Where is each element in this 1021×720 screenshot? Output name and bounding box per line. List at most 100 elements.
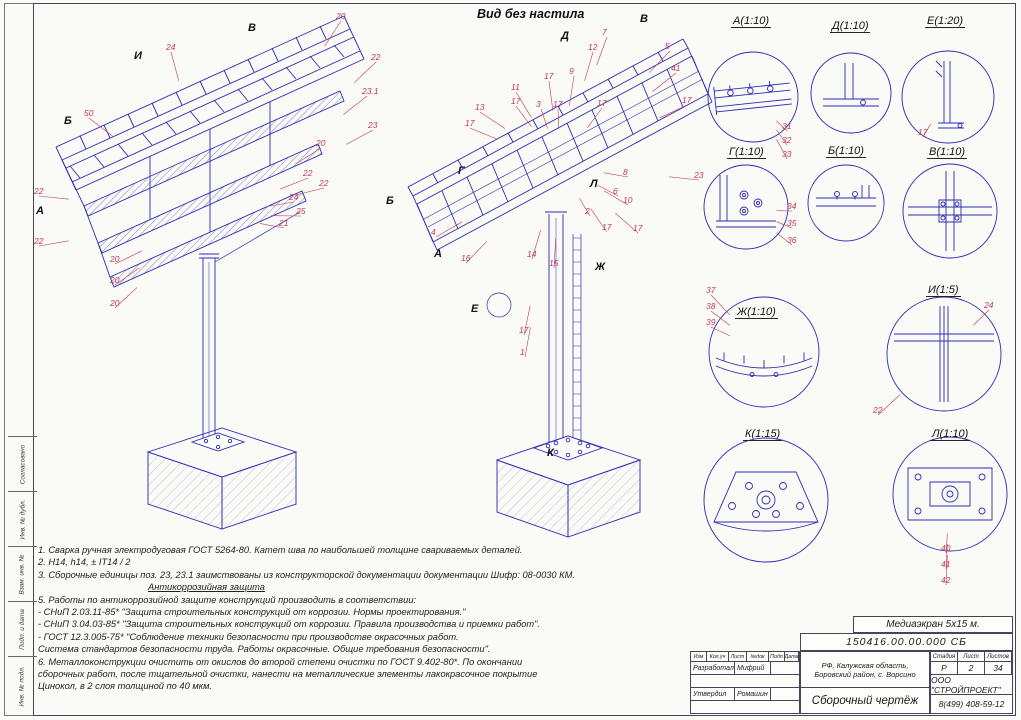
detail-k-sketch [713, 471, 819, 532]
sheets-value: 34 [985, 662, 1012, 674]
col-izm: Изм [691, 652, 707, 661]
position-callout: 22 [303, 168, 313, 178]
position-callout: 5 [665, 41, 670, 51]
position-callout: 40 [941, 543, 951, 553]
detail-l-sketch [907, 467, 993, 521]
company-phone: 8(499) 408-59-12 [938, 699, 1005, 709]
position-callout: 10 [623, 195, 633, 205]
left-certification-strip: Согласовано Инв. № дубл. Взам. инв. № По… [4, 3, 37, 716]
position-callout: 13 [475, 102, 485, 112]
section-letter: Е [471, 303, 479, 315]
sheet-main-frame [33, 3, 1016, 716]
detail-label-b: Б(1:10) [826, 145, 866, 158]
detail-i-sketch [894, 306, 994, 402]
position-callout: 4 [431, 227, 436, 237]
position-callout: 24 [289, 192, 299, 202]
position-callout: 15 [549, 258, 559, 268]
signature-name: Мифрий [735, 662, 771, 674]
col-list: Лист [729, 652, 747, 661]
col-koluch: Кол.уч [707, 652, 729, 661]
position-callout: 9 [569, 66, 574, 76]
note-line: 1. Сварка ручная электродуговая ГОСТ 526… [38, 545, 523, 555]
detail-label-i: И(1:5) [926, 284, 961, 297]
col-podp: Подп [769, 652, 785, 661]
position-callout: 12 [588, 42, 598, 52]
sheets-label: Листов [985, 652, 1012, 661]
position-callout: 32 [782, 135, 792, 145]
note-line: Система стандартов безопасности труда. Р… [38, 644, 491, 655]
note-line: 6. Металлоконструкции очистить от окисло… [38, 656, 523, 667]
position-callout: 23 [694, 170, 704, 180]
section-letter: Ж [595, 261, 606, 273]
position-callout: 31 [782, 121, 792, 131]
position-callout: 34 [787, 201, 797, 211]
view-title: Вид без настила [477, 7, 585, 21]
position-callout: 3 [536, 99, 541, 109]
detail-label-k: К(1:15) [743, 428, 783, 441]
detail-d-sketch [823, 63, 879, 107]
position-callout: 17 [602, 222, 612, 232]
stage-label: Стадия [931, 652, 958, 661]
note-line: - СНиП 2.03.11-85* "Защита строительных … [38, 607, 466, 618]
section-letter: Б [64, 115, 72, 127]
position-callout: 8 [623, 167, 628, 177]
section-letter: А [36, 205, 44, 217]
position-callout: 17 [682, 95, 692, 105]
note-line: - ГОСТ 12.3.005-75* "Соблюдение техники … [38, 631, 459, 642]
position-callout: 41 [671, 63, 681, 73]
detail-e-sketch [935, 60, 964, 129]
title-block-doc-number: 150416.00.00.000 СБ [800, 633, 1013, 651]
signature-role: Утвердил [691, 688, 735, 700]
position-callout: 25 [296, 206, 306, 216]
section-letter: Г [458, 165, 465, 177]
sheet-info-values: Р 2 34 [931, 662, 1012, 675]
strip-cell: Инв. № подл. [8, 656, 37, 716]
section-letter: Д [561, 30, 569, 42]
strip-cell: Взам. инв. № [8, 546, 37, 601]
position-callout: 20 [110, 298, 120, 308]
signature-role: Разработал [691, 662, 735, 674]
position-callout: 39 [706, 317, 716, 327]
note-line: - СНиП 3.04.03-85* "Защита строительных … [38, 619, 540, 630]
detail-label-g: Г(1:10) [727, 146, 766, 159]
position-callout: 23.1 [362, 86, 379, 96]
note-line: 3. Сборочные единицы поз. 23, 23.1 заимс… [38, 569, 575, 580]
section-letter: К [547, 447, 554, 459]
position-callout: 42 [941, 575, 951, 585]
position-callout: 17 [918, 127, 928, 137]
callout-leader-lines [38, 20, 990, 586]
detail-label-d: Д(1:10) [830, 20, 871, 33]
position-callout: 22 [319, 178, 329, 188]
position-callout: 20 [336, 11, 346, 21]
position-callout: 17 [633, 223, 643, 233]
detail-label-l: Л(1:10) [930, 428, 971, 441]
position-callout: 22 [34, 236, 44, 246]
center-isometric-view [407, 38, 713, 538]
position-callout: 6 [613, 186, 618, 196]
left-isometric-view [55, 15, 365, 530]
title-block-signatures: Изм Кол.уч Лист №док Подп Дата Разработа… [690, 651, 800, 714]
position-callout: 36 [787, 235, 797, 245]
strip-cell: Подп. и дата [8, 601, 37, 656]
sheet-value: 2 [958, 662, 985, 674]
strip-cell: Инв. № дубл. [8, 491, 37, 546]
detail-v-sketch [908, 171, 992, 251]
section-letter: Л [590, 178, 598, 190]
position-callout: 24 [166, 42, 176, 52]
position-callout: 17 [553, 99, 563, 109]
title-block-header-row: Изм Кол.уч Лист №док Подп Дата [691, 652, 799, 662]
position-callout: 14 [527, 249, 537, 259]
title-block: Медиаэкран 5х15 м. 150416.00.00.000 СБ И… [690, 616, 1013, 714]
signature-name: Ромашин [735, 688, 771, 700]
detail-zh-sketch [715, 352, 813, 377]
signature-row: Разработал Мифрий [691, 662, 799, 675]
section-letter: В [248, 22, 256, 34]
title-block-project-info: РФ, Калужская область, Боровский район, … [800, 651, 930, 714]
location-line1: РФ, Калужская область, [821, 660, 909, 670]
col-data: Дата [785, 652, 799, 661]
note-line: Антикоррозийная защита [148, 582, 265, 593]
position-callout: 38 [706, 301, 716, 311]
section-letter: В [640, 13, 648, 25]
position-callout: 35 [787, 218, 797, 228]
